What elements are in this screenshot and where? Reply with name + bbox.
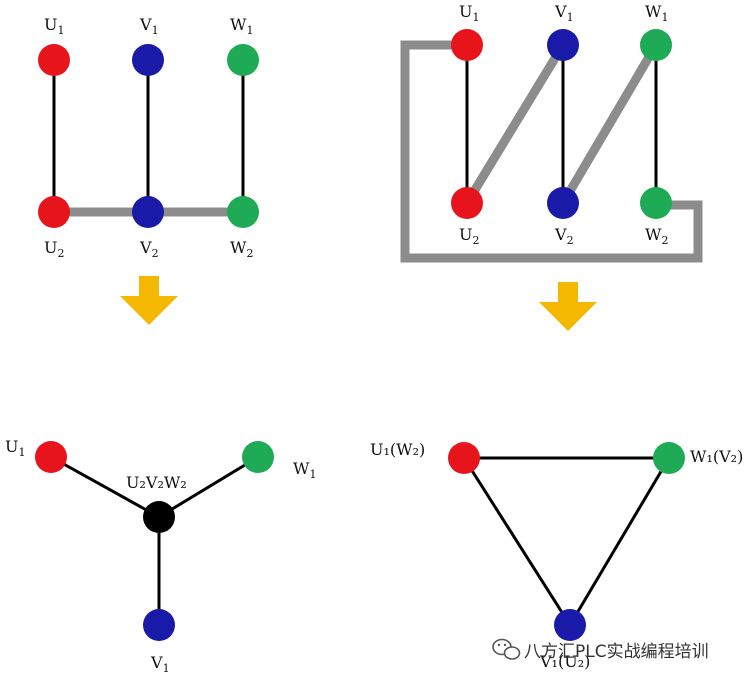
terminal-v1 xyxy=(143,609,175,641)
delta-triangle xyxy=(461,456,672,628)
terminal-v1 xyxy=(132,44,164,76)
label-w2: W2 xyxy=(230,238,253,260)
terminal-w1 xyxy=(242,441,274,473)
label-w1-v2: W₁(V₂) xyxy=(690,447,743,466)
star-result-diagram: U1 W1 V1 U₂V₂W₂ xyxy=(5,437,316,675)
star-arm-u xyxy=(50,455,160,519)
label-w1: W1 xyxy=(293,459,316,481)
star-neutral-point xyxy=(143,501,175,533)
terminal-u1 xyxy=(38,44,70,76)
label-u1-w2: U₁(W₂) xyxy=(370,440,425,459)
label-u2: U2 xyxy=(44,238,64,260)
label-w1: W1 xyxy=(645,2,668,24)
terminal-u2 xyxy=(38,196,70,228)
watermark: 八方汇PLC实战编程培训 xyxy=(492,638,709,662)
terminal-u1 xyxy=(35,441,67,473)
down-arrow-icon xyxy=(120,276,178,325)
delta-result-diagram: U₁(W₂) W₁(V₂) V₁(U₂) xyxy=(370,440,743,671)
label-w2: W2 xyxy=(645,225,668,247)
terminal-w1 xyxy=(640,29,672,61)
watermark-text: 八方汇PLC实战编程培训 xyxy=(524,642,709,662)
label-v1: V1 xyxy=(139,15,159,37)
delta-wiring-panel: U1 V1 W1 U2 V2 W2 xyxy=(400,2,703,263)
label-u1: U1 xyxy=(5,437,25,459)
label-v1-u2: V₁(U₂) xyxy=(539,652,590,671)
label-v2: V2 xyxy=(139,238,159,260)
wechat-icon xyxy=(492,638,521,660)
terminal-w2 xyxy=(227,196,259,228)
delta-link-outer xyxy=(400,40,703,263)
terminal-w2 xyxy=(640,187,672,219)
down-arrow-icon xyxy=(539,282,597,331)
terminal-v2 xyxy=(132,196,164,228)
terminal-v1 xyxy=(547,29,579,61)
terminal-v2 xyxy=(547,187,579,219)
label-u1: U1 xyxy=(44,15,64,37)
label-u2: U2 xyxy=(459,225,479,247)
terminal-w1-v2 xyxy=(653,442,685,474)
label-v1: V1 xyxy=(554,2,574,24)
delta-link-v2-w1 xyxy=(559,42,660,206)
label-v2: V2 xyxy=(554,225,574,247)
terminal-v1-u2 xyxy=(554,609,586,641)
terminal-u1-w2 xyxy=(448,442,480,474)
label-u1: U1 xyxy=(459,2,479,24)
terminal-u2 xyxy=(451,187,483,219)
star-arm-w xyxy=(158,455,259,519)
label-v1: V1 xyxy=(150,653,170,675)
terminal-w1 xyxy=(227,44,259,76)
label-w1: W1 xyxy=(230,15,253,37)
delta-link-u2-v1 xyxy=(463,42,567,206)
label-neutral: U₂V₂W₂ xyxy=(126,473,187,492)
star-wiring-panel: U1 V1 W1 U2 V2 W2 xyxy=(38,15,259,260)
terminal-u1 xyxy=(451,29,483,61)
